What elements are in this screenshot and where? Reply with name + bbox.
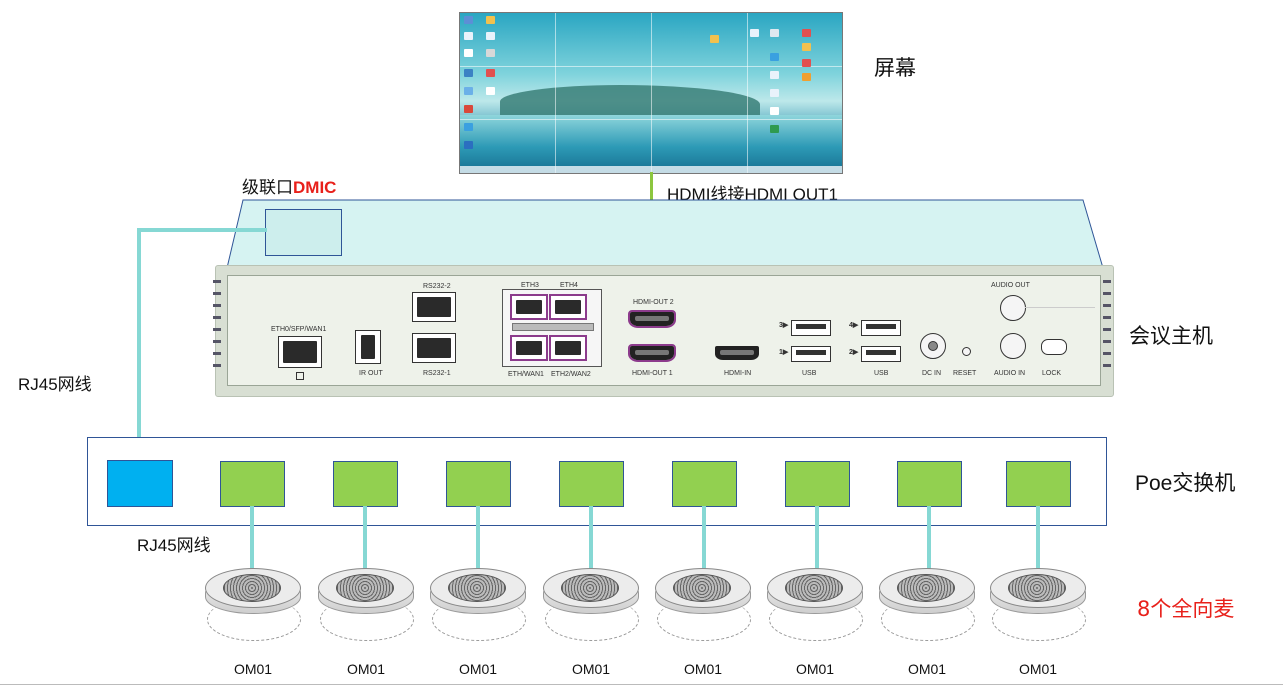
eth4-port — [549, 294, 587, 320]
audio-out-label: AUDIO OUT — [991, 282, 1030, 289]
mic-label-1: OM01 — [233, 661, 273, 677]
lock-slot — [1041, 339, 1067, 355]
hdmi-out2-port — [628, 310, 676, 328]
usb-1-label: 1▶ — [779, 349, 789, 356]
rs232-2-label: RS232-2 — [423, 283, 451, 290]
rj45-cascade-cable-horizontal — [137, 228, 267, 232]
omni-mic-7 — [877, 568, 977, 644]
eth0-port — [278, 336, 322, 368]
usb-b-label: USB — [874, 370, 889, 377]
rs232-2-port — [412, 292, 456, 322]
reset-label: RESET — [953, 370, 977, 377]
mic-label-2: OM01 — [346, 661, 386, 677]
ir-out-label: IR OUT — [359, 370, 383, 377]
mic-cable-2 — [363, 506, 367, 570]
poe-switch-label: Poe交换机 — [1135, 472, 1236, 495]
rs232-1-port — [412, 333, 456, 363]
rj45-bottom-label: RJ45网线 — [137, 536, 211, 555]
eth3-port — [510, 294, 548, 320]
mic-cable-6 — [815, 506, 819, 570]
omni-mic-6 — [765, 568, 865, 644]
switch-uplink-port — [107, 460, 173, 507]
usb-a-label: USB — [802, 370, 817, 377]
eth-wan1-label: ETH/WAN1 — [508, 371, 544, 378]
switch-mic-port-5 — [672, 461, 737, 507]
display-screen-image — [459, 12, 843, 174]
usb-port-3 — [791, 320, 831, 336]
switch-mic-port-1 — [220, 461, 285, 507]
dc-in-label: DC IN — [922, 370, 942, 377]
reset-button — [962, 347, 971, 356]
rj45-left-label: RJ45网线 — [18, 375, 92, 394]
hdmi-out1-port — [628, 344, 676, 362]
switch-mic-port-2 — [333, 461, 398, 507]
omni-mic-5 — [653, 568, 753, 644]
usb-port-2 — [861, 346, 901, 362]
audio-out-port — [1000, 295, 1026, 321]
omni-mic-1 — [203, 568, 303, 644]
mic-label-8: OM01 — [1018, 661, 1058, 677]
eth4-label: ETH4 — [560, 282, 578, 289]
mic-label-3: OM01 — [458, 661, 498, 677]
eth0-label: ETH0/SFP/WAN1 — [271, 326, 327, 333]
mic-label-5: OM01 — [683, 661, 723, 677]
mic-cable-5 — [702, 506, 706, 570]
mic-cable-7 — [927, 506, 931, 570]
mic-cable-4 — [589, 506, 593, 570]
mic-cable-1 — [250, 506, 254, 570]
eth0-led — [296, 372, 304, 380]
switch-mic-port-3 — [446, 461, 511, 507]
switch-mic-port-8 — [1006, 461, 1071, 507]
omni-mic-8 — [988, 568, 1088, 644]
rj45-cascade-cable-vertical — [137, 228, 141, 464]
switch-mic-port-7 — [897, 461, 962, 507]
usb-port-4 — [861, 320, 901, 336]
eth3-label: ETH3 — [521, 282, 539, 289]
hdmi-cable-label: HDMI线接HDMI OUT1 — [667, 185, 838, 204]
mic-label-4: OM01 — [571, 661, 611, 677]
lock-label: LOCK — [1042, 370, 1062, 377]
switch-mic-port-4 — [559, 461, 624, 507]
hdmi-out1-label: HDMI-OUT 1 — [632, 370, 673, 377]
hdmi-in-label: HDMI-IN — [724, 370, 752, 377]
mic-label-6: OM01 — [795, 661, 835, 677]
mic-label-7: OM01 — [907, 661, 947, 677]
omni-mic-4 — [541, 568, 641, 644]
usb-4-label: 4▶ — [849, 322, 859, 329]
bottom-divider — [0, 684, 1283, 685]
ir-out-port — [355, 330, 381, 364]
eth2-wan2-port — [549, 335, 587, 361]
hdmi-in-port — [715, 346, 759, 360]
dmic-label: DMIC — [293, 178, 337, 197]
hdmi-out2-label: HDMI-OUT 2 — [633, 299, 674, 306]
screen-label: 屏幕 — [874, 56, 916, 80]
omni-mic-2 — [316, 568, 416, 644]
rs232-1-label: RS232-1 — [423, 370, 451, 377]
mic-count-label: 8个全向麦 — [1137, 597, 1235, 621]
mic-cable-3 — [476, 506, 480, 570]
host-label: 会议主机 — [1129, 324, 1213, 348]
mic-cable-8 — [1036, 506, 1040, 570]
host-top-cover — [226, 199, 1104, 269]
dmic-cascade-port — [265, 209, 342, 256]
switch-mic-port-6 — [785, 461, 850, 507]
eth2-wan2-label: ETH2/WAN2 — [551, 371, 591, 378]
omni-mic-3 — [428, 568, 528, 644]
audio-in-label: AUDIO IN — [994, 370, 1026, 377]
usb-3-label: 3▶ — [779, 322, 789, 329]
usb-2-label: 2▶ — [849, 349, 859, 356]
cascade-port-label: 级联口DMIC — [242, 178, 337, 198]
eth1-wan1-port — [510, 335, 548, 361]
usb-port-1 — [791, 346, 831, 362]
audio-in-port — [1000, 333, 1026, 359]
